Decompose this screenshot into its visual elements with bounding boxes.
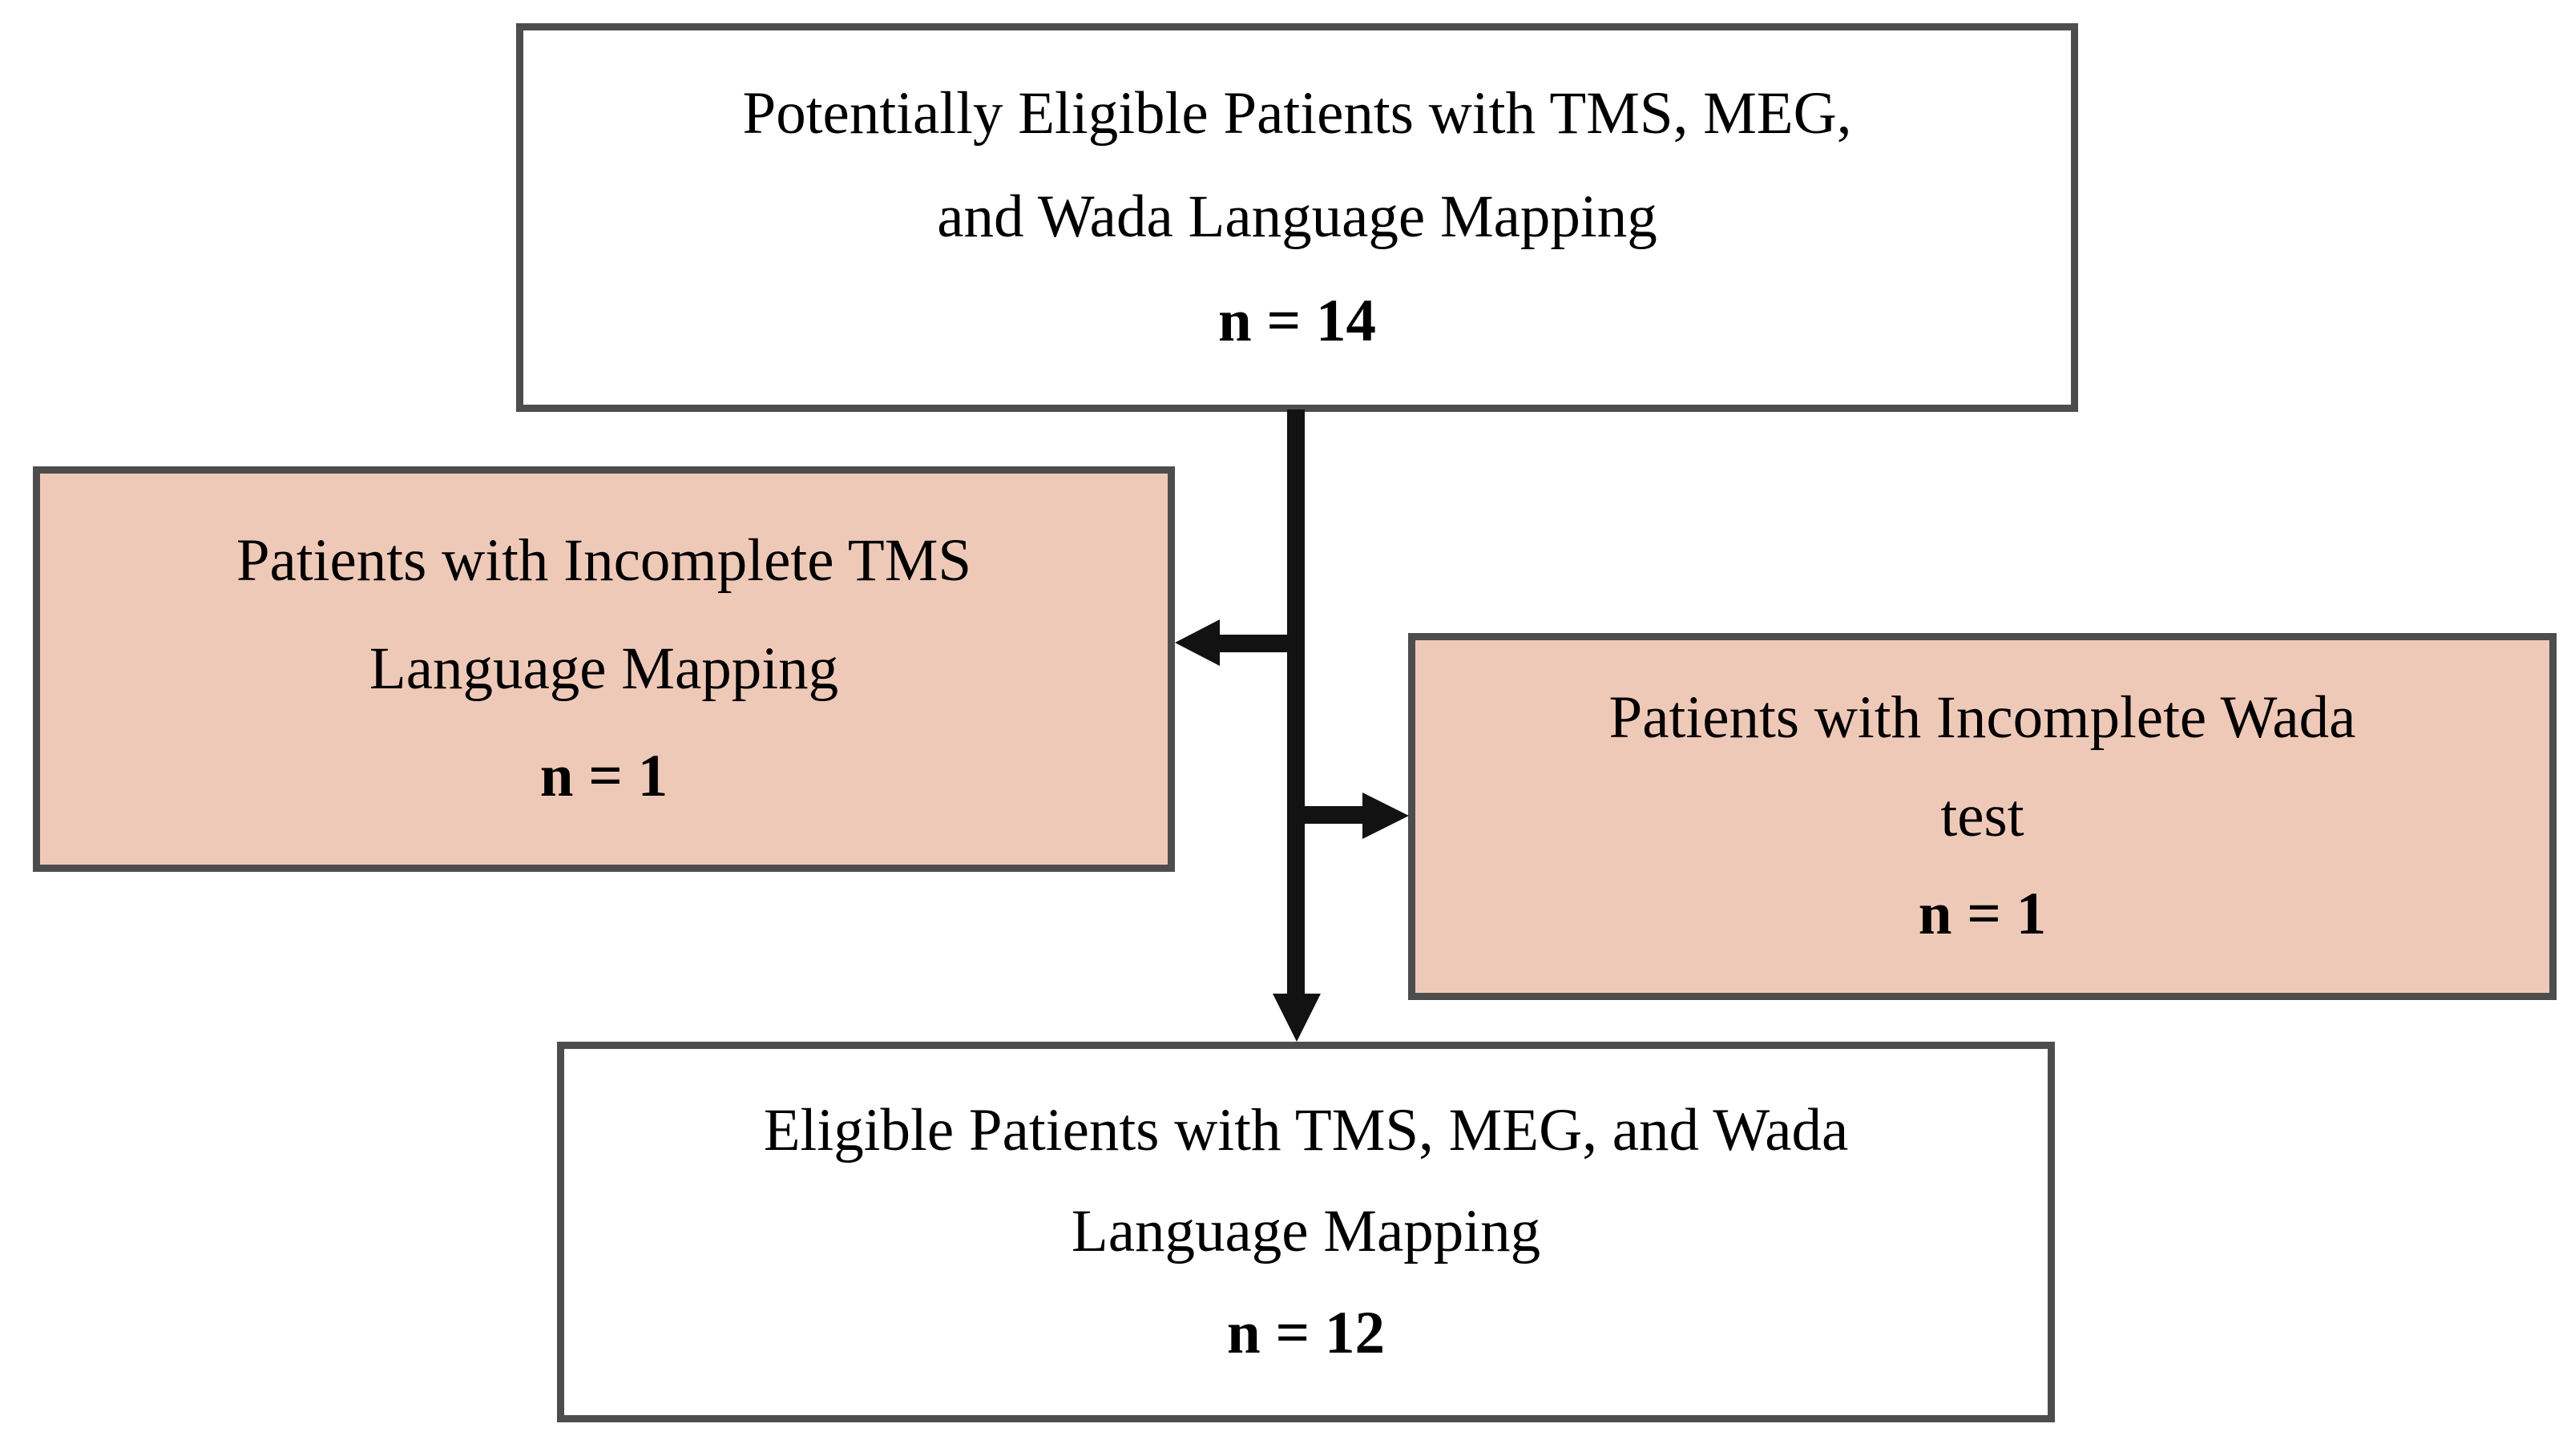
arrow-right-shaft	[1290, 806, 1364, 824]
box-text-line: Language Mapping	[369, 635, 839, 702]
box-eligible-patients: Eligible Patients with TMS, MEG, and Wad…	[557, 1042, 2055, 1422]
box-incomplete-tms-mapping: Patients with Incomplete TMS Language Ma…	[33, 466, 1175, 872]
count-label: n = 12	[1227, 1300, 1385, 1367]
box-text-line: Patients with Incomplete Wada	[1608, 684, 2356, 752]
arrowhead-left-icon	[1175, 619, 1220, 666]
count-label: n = 1	[539, 743, 668, 810]
box-text-line: Patients with Incomplete TMS	[236, 527, 972, 595]
count-label: n = 14	[1218, 287, 1376, 354]
arrow-down-shaft	[1287, 409, 1305, 995]
box-potentially-eligible-patients: Potentially Eligible Patients with TMS, …	[516, 23, 2078, 412]
box-incomplete-wada-test: Patients with Incomplete Wada test n = 1	[1408, 633, 2557, 1000]
box-text-line: Eligible Patients with TMS, MEG, and Wad…	[763, 1096, 1849, 1164]
box-text-line: Language Mapping	[1071, 1198, 1541, 1265]
box-text-line: and Wada Language Mapping	[937, 184, 1657, 251]
arrowhead-down-icon	[1273, 994, 1321, 1042]
arrowhead-right-icon	[1362, 793, 1409, 839]
arrow-left-shaft	[1218, 635, 1298, 652]
box-text-line: test	[1940, 782, 2024, 849]
count-label: n = 1	[1918, 881, 2047, 948]
box-text-line: Potentially Eligible Patients with TMS, …	[742, 80, 1852, 147]
